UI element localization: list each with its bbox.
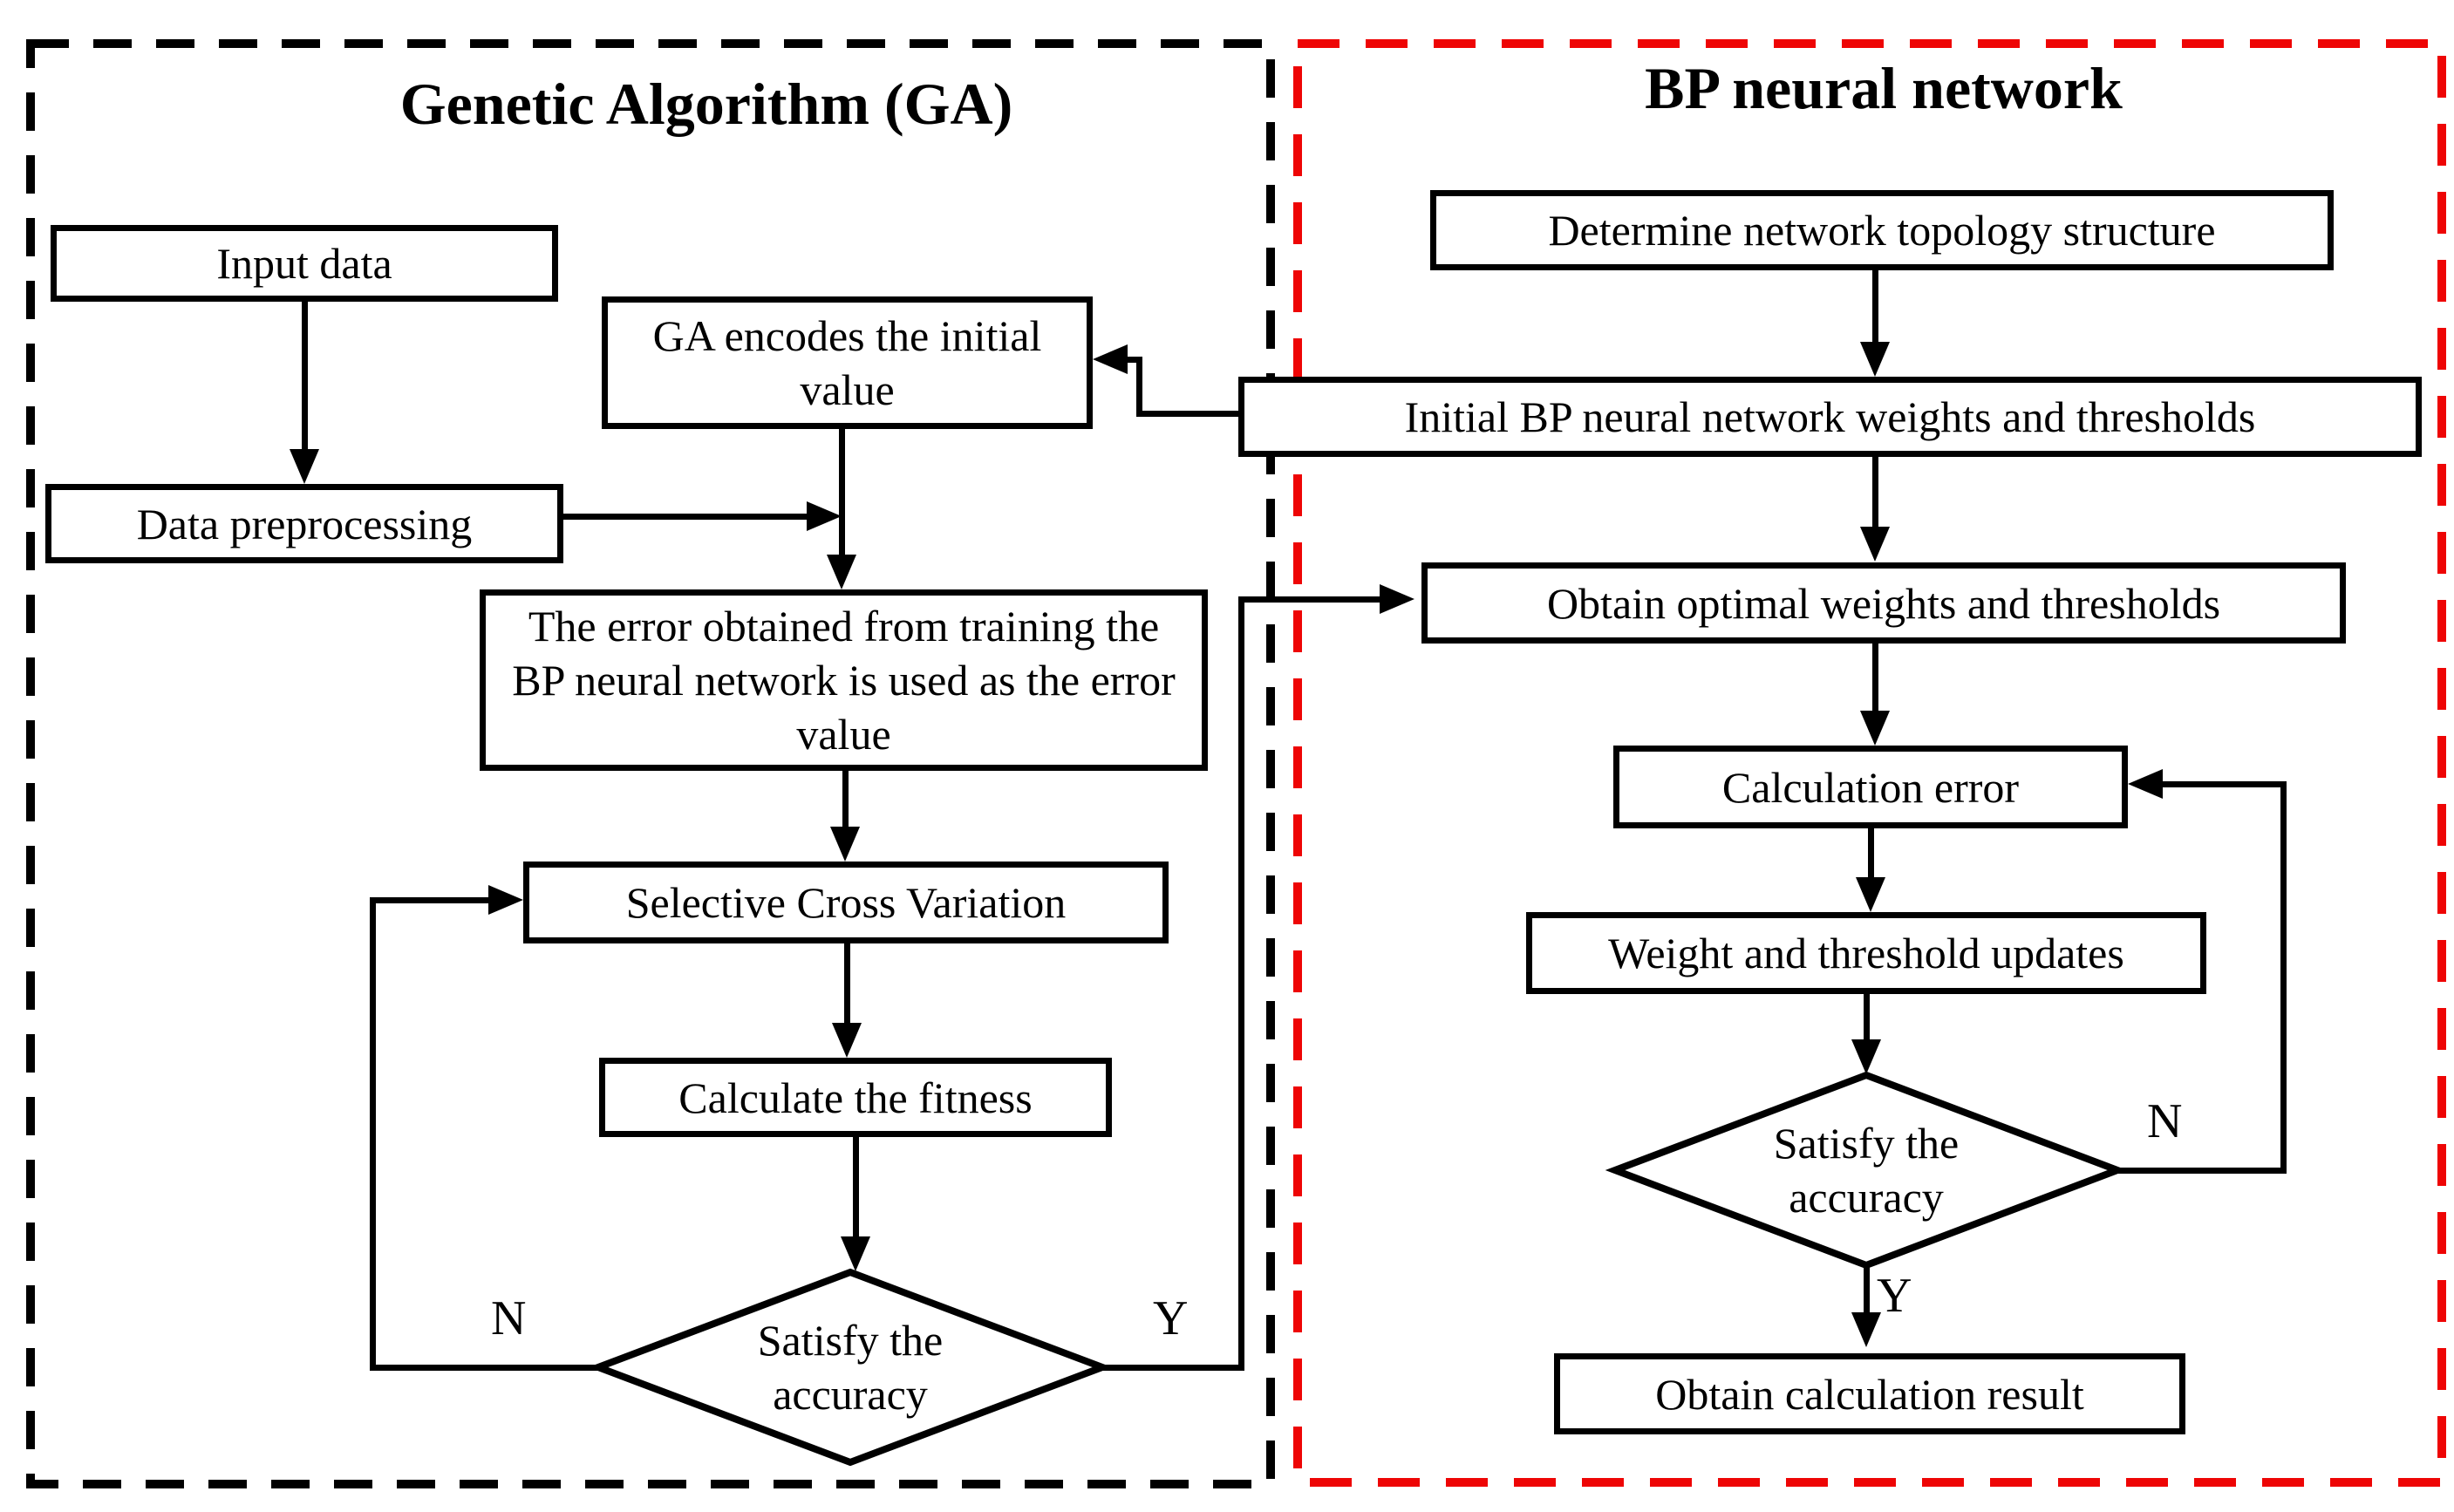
flow-arrowhead	[1860, 527, 1890, 562]
decision-bp-accuracy-label: Satisfy the accuracy	[1773, 1119, 1960, 1222]
connector-preprocessing-to-join	[563, 514, 809, 520]
node-input-data: Input data	[51, 225, 558, 302]
connector-calcerror-to-updates	[1868, 828, 1874, 879]
node-determine-topology: Determine network topology structure	[1430, 190, 2334, 270]
ga-panel-title: Genetic Algorithm (GA)	[399, 71, 1013, 137]
connector-bp-no-loop	[2116, 1168, 2287, 1174]
decision-ga-accuracy: Satisfy the accuracy	[588, 1268, 1113, 1467]
connector-input-to-preprocessing	[302, 302, 308, 451]
connector-scv-to-fitness	[844, 943, 850, 1025]
decision-bp-accuracy: Satisfy the accuracy	[1605, 1071, 2128, 1270]
node-calculation-error: Calculation error	[1613, 746, 2128, 828]
connector-ga-yes-branch	[1238, 596, 1244, 1371]
connector-bp-no-loop	[2280, 781, 2287, 1174]
connector-weights-to-gaencodes	[1136, 411, 1241, 417]
connector-topology-to-weights	[1872, 270, 1878, 344]
connector-gaencodes-to-error	[839, 429, 845, 556]
connector-ga-no-loop	[370, 897, 492, 903]
label-bp-no: N	[2147, 1094, 2183, 1148]
decision-ga-accuracy-label: Satisfy the accuracy	[757, 1316, 944, 1419]
connector-ga-no-loop	[370, 897, 376, 1371]
label-bp-yes: Y	[1877, 1269, 1912, 1323]
connector-weights-to-gaencodes	[1136, 359, 1142, 417]
flow-arrowhead	[807, 501, 842, 531]
flow-arrowhead	[1093, 344, 1128, 374]
connector-optimal-to-calcerror	[1872, 644, 1878, 712]
flow-arrowhead	[1860, 711, 1890, 746]
flow-arrowhead	[290, 449, 319, 484]
decision-diamond-shape	[588, 1268, 1113, 1467]
flow-arrowhead	[488, 885, 523, 915]
connector-bp-yes-branch	[1864, 1265, 1870, 1316]
node-selective-cross-variation: Selective Cross Variation	[523, 862, 1169, 943]
flow-arrowhead	[1851, 1312, 1881, 1347]
label-ga-no: N	[491, 1291, 527, 1345]
flow-arrowhead	[1856, 877, 1885, 912]
node-initial-weights: Initial BP neural network weights and th…	[1238, 377, 2422, 457]
connector-ga-yes-branch	[1100, 1365, 1244, 1371]
connector-bp-no-loop	[2161, 781, 2287, 787]
label-ga-yes: Y	[1153, 1291, 1189, 1345]
bp-panel-title: BP neural network	[1645, 55, 2123, 121]
node-error-value: The error obtained from training the BP …	[480, 589, 1208, 771]
node-calculate-fitness: Calculate the fitness	[599, 1058, 1112, 1137]
flow-arrowhead	[832, 1023, 862, 1058]
connector-updates-to-decision	[1864, 994, 1870, 1041]
flow-arrowhead	[2128, 769, 2163, 799]
flow-arrowhead	[1380, 584, 1414, 614]
flow-arrowhead	[1860, 342, 1890, 377]
node-obtain-optimal: Obtain optimal weights and thresholds	[1421, 562, 2346, 644]
flow-arrowhead	[830, 827, 860, 862]
connector-ga-yes-branch	[1238, 596, 1381, 603]
flow-arrowhead	[841, 1236, 870, 1271]
flow-arrowhead	[1851, 1039, 1881, 1074]
connector-weights-to-optimal	[1872, 457, 1878, 528]
node-ga-encodes: GA encodes the initial value	[602, 296, 1093, 429]
connector-fitness-to-decision	[853, 1137, 859, 1238]
connector-error-to-scv	[842, 771, 849, 830]
connector-ga-no-loop	[370, 1365, 602, 1371]
flow-arrowhead	[827, 555, 856, 589]
node-data-preprocessing: Data preprocessing	[45, 484, 563, 563]
connector-weights-to-gaencodes	[1125, 357, 1142, 363]
node-weight-updates: Weight and threshold updates	[1526, 912, 2206, 994]
node-obtain-result: Obtain calculation result	[1554, 1353, 2185, 1434]
